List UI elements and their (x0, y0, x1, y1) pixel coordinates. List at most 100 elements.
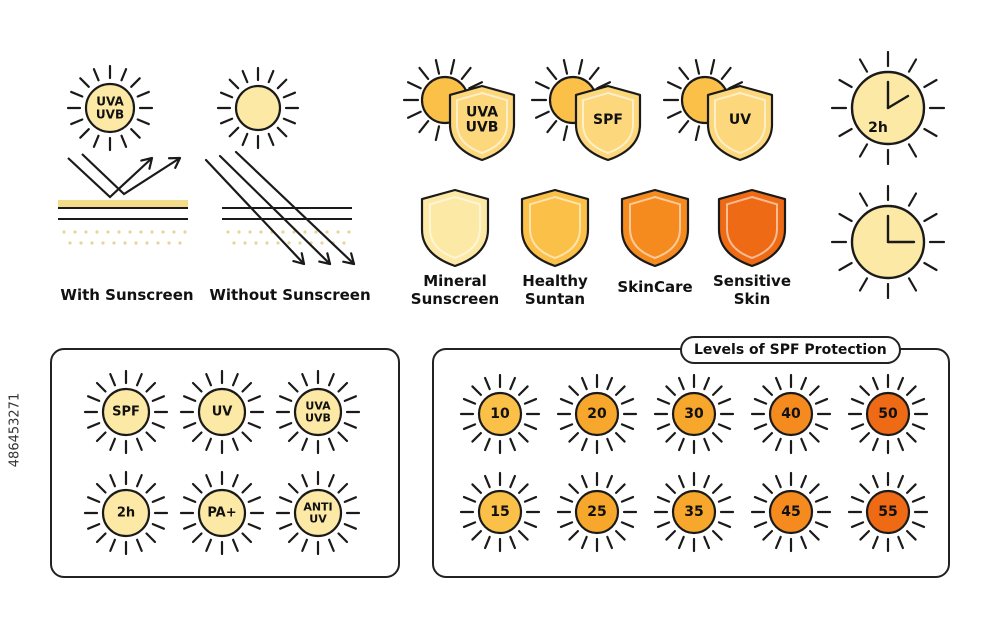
sun-ray (205, 474, 213, 488)
sun-ray (462, 423, 477, 431)
sun-ray (711, 483, 723, 495)
spf-level-25: 25 (556, 471, 638, 553)
sun-ray (703, 376, 711, 391)
sun-ray (509, 437, 517, 452)
penetrating-ray (218, 154, 332, 266)
sun-ray (205, 538, 213, 552)
sun-ray (241, 482, 253, 494)
shield-2 (520, 188, 590, 268)
spf-level-20: 20 (556, 373, 638, 455)
badge-panel (50, 348, 400, 578)
arrow-head (342, 252, 356, 266)
sun-disc (865, 489, 911, 535)
skin-dot (287, 241, 291, 245)
sun-ray (666, 110, 682, 119)
sun-ray (907, 143, 918, 158)
skin-dot (68, 241, 72, 245)
sun-ray (717, 397, 732, 405)
sun-disc (477, 489, 523, 535)
sun-ray (717, 521, 732, 529)
sun-ray (523, 521, 538, 529)
sun-ray (559, 397, 574, 405)
sun-ray (406, 81, 422, 90)
sun-ray (588, 66, 600, 80)
sun-ray (568, 431, 580, 443)
sun-disc (671, 391, 717, 437)
sun-ray (151, 421, 165, 429)
sun-ray (337, 532, 349, 544)
skin-dot (259, 230, 263, 234)
shield-text: UVB (466, 119, 499, 135)
sun-ray (517, 529, 529, 541)
skin-dot (90, 241, 94, 245)
sun-ray (92, 134, 100, 148)
with-sunscreen-diagram (58, 153, 188, 245)
without-sunscreen-diagram (204, 150, 356, 266)
sun-ray (276, 78, 288, 90)
sun-ray (774, 535, 782, 550)
sun-ray (808, 483, 820, 495)
skin-dot (342, 241, 346, 245)
skin-dot (237, 230, 241, 234)
sun-ray (606, 376, 614, 391)
sun-ray (923, 127, 938, 138)
spf-level-value: 20 (587, 406, 607, 422)
sun-ray (282, 117, 297, 125)
spf-level-value: 10 (490, 406, 510, 422)
sun-ray (523, 495, 538, 503)
skin-dot (265, 241, 269, 245)
sun-ray (231, 538, 239, 552)
sun-disc (197, 488, 247, 538)
sun-ray (241, 381, 253, 393)
penetrating-ray (234, 150, 356, 266)
badge-text: UV (212, 405, 233, 420)
skin-dot (84, 230, 88, 234)
sun-ray (606, 474, 614, 489)
spf-level-value: 40 (781, 406, 801, 422)
sun-ray (343, 496, 357, 504)
sun-ray (562, 125, 569, 142)
sun-ray (534, 110, 550, 119)
sun-ray (120, 134, 128, 148)
sun-ray (694, 125, 701, 142)
skin-dot (243, 241, 247, 245)
badge-text: SPF (112, 405, 140, 420)
skin-dot (150, 230, 154, 234)
sun-ray (241, 132, 249, 147)
sun-ray (279, 421, 293, 429)
sun-ray (694, 58, 701, 75)
sun-ray (287, 381, 299, 393)
sun-ray (301, 474, 309, 488)
sun-ray (800, 474, 808, 489)
sun-ray (287, 431, 299, 443)
skin-dot (161, 230, 165, 234)
spf-level-value: 25 (587, 504, 606, 520)
skin-dot (248, 230, 252, 234)
sun-ray (327, 538, 335, 552)
sun-ray (656, 397, 671, 405)
badge-text: UVA (305, 400, 331, 413)
skin-dot (298, 241, 302, 245)
sun-ray (753, 521, 768, 529)
badge-text: UVB (305, 411, 331, 424)
sun-ray (546, 66, 558, 80)
sun-ray (151, 395, 165, 403)
skin-dot (178, 241, 182, 245)
skin-dot (167, 241, 171, 245)
sun-ray (614, 431, 626, 443)
sun-ray (418, 120, 430, 134)
skin-dot (145, 241, 149, 245)
sun-ray (241, 431, 253, 443)
skin-dot (325, 230, 329, 234)
sun-ray (838, 212, 853, 223)
sun-ray (905, 529, 917, 541)
sun-ray (282, 91, 297, 99)
sun-ray (717, 423, 732, 431)
sun-ray (87, 395, 101, 403)
shield-4 (717, 188, 787, 268)
sun-ray (577, 58, 584, 75)
sun-ray (327, 373, 335, 387)
sun-ray (850, 521, 865, 529)
